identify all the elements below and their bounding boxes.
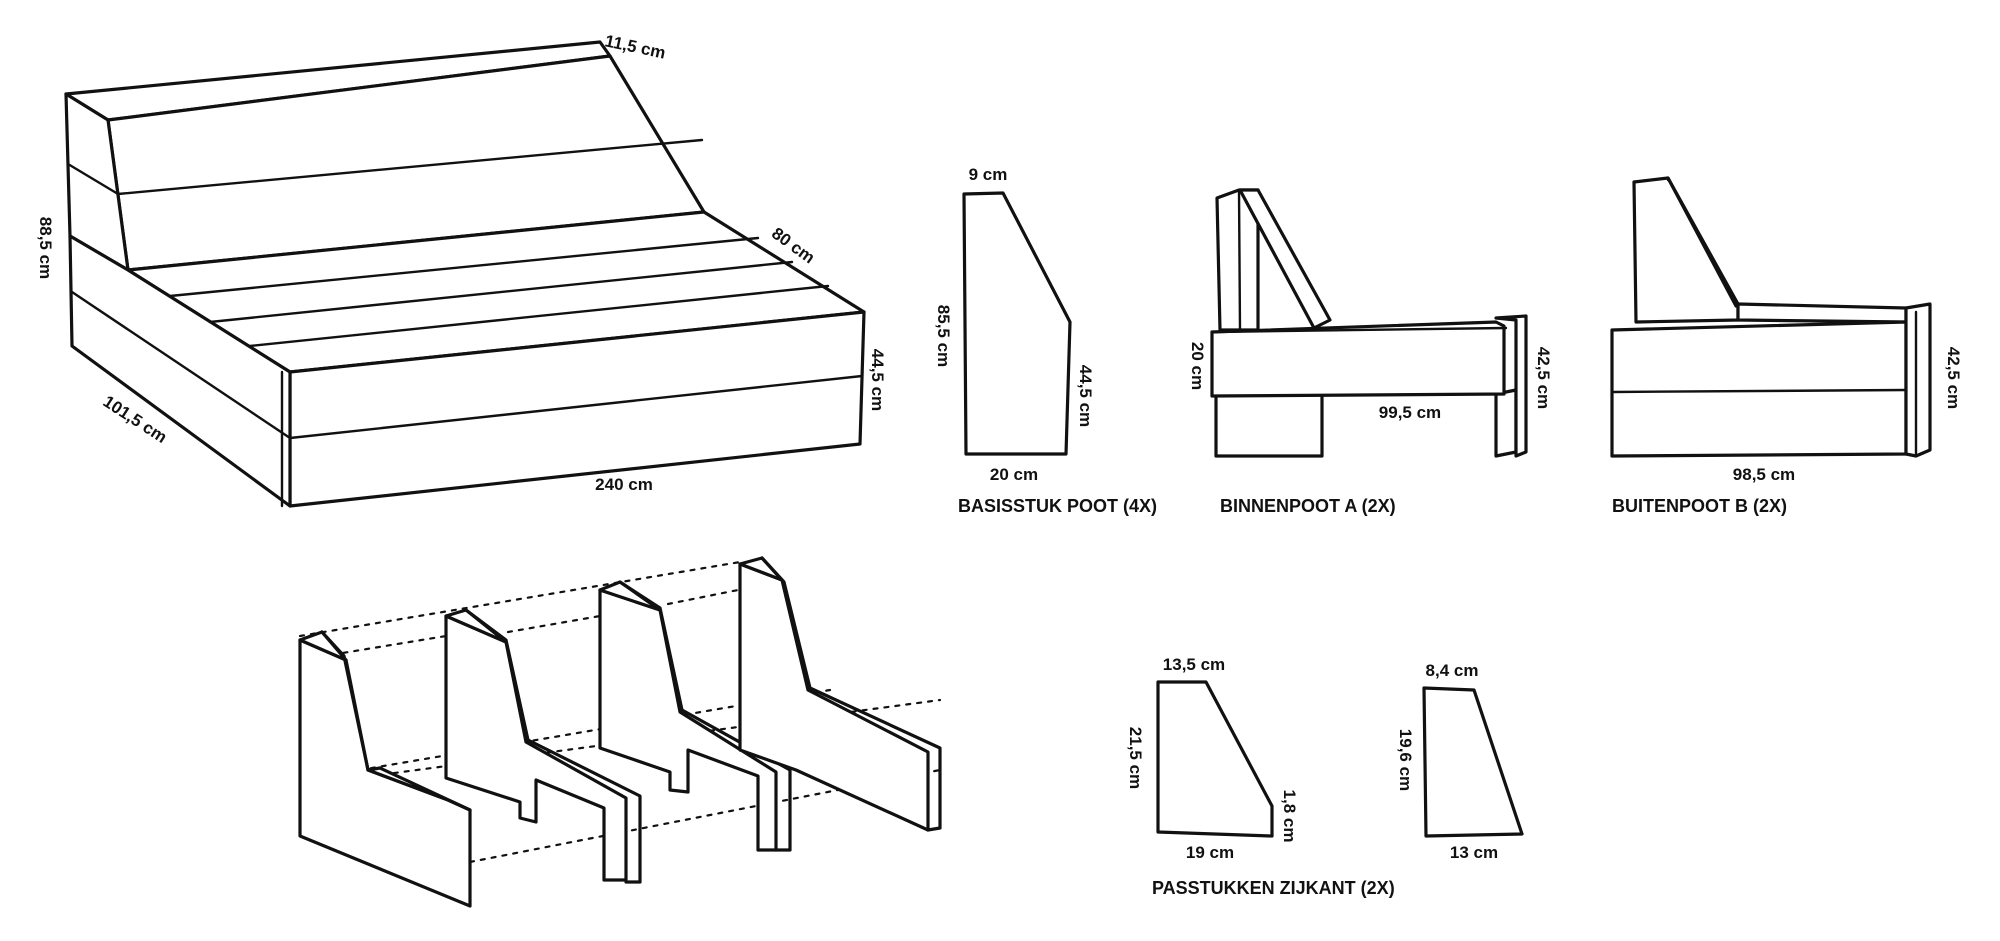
passtuk-small-dim-top: 8,4 cm: [1426, 661, 1479, 680]
passtuk-large-dim-top: 13,5 cm: [1163, 655, 1225, 674]
basisstuk-dim-top: 9 cm: [969, 165, 1008, 184]
binnenpoot-dim-right: 42,5 cm: [1534, 347, 1553, 409]
basisstuk-caption: BASISSTUK POOT (4X): [958, 496, 1157, 516]
sofa-dim-height: 88,5 cm: [36, 217, 55, 279]
sofa-dim-seat-height: 44,5 cm: [868, 349, 887, 411]
basisstuk-dim-left: 85,5 cm: [934, 305, 953, 367]
buitenpoot-dim-right: 42,5 cm: [1944, 347, 1963, 409]
passtuk-large-shape: [1156, 680, 1274, 838]
passtuk-small-shape: [1422, 686, 1524, 838]
passtuk-small-dim-bottom: 13 cm: [1450, 843, 1498, 862]
passtuk-large-dim-left: 21,5 cm: [1126, 727, 1145, 789]
buitenpoot-caption: BUITENPOOT B (2X): [1612, 496, 1787, 516]
binnenpoot-caption: BINNENPOOT A (2X): [1220, 496, 1396, 516]
passtuk-large-dim-right: 1,8 cm: [1280, 790, 1299, 843]
passtuk-large-dim-bottom: 19 cm: [1186, 843, 1234, 862]
buitenpoot-dim-bottom: 98,5 cm: [1733, 465, 1795, 484]
exploded-frame-drawing: [298, 556, 942, 908]
binnenpoot-dim-bottom: 99,5 cm: [1379, 403, 1441, 422]
basisstuk-dim-right: 44,5 cm: [1076, 365, 1095, 427]
sofa-dim-width: 240 cm: [595, 475, 653, 494]
binnenpoot-a-drawing: [1210, 188, 1528, 458]
passtuk-small-dim-left: 19,6 cm: [1396, 729, 1415, 791]
passtukken-caption: PASSTUKKEN ZIJKANT (2X): [1152, 878, 1395, 898]
sofa-assembled-drawing: [64, 40, 866, 508]
basisstuk-dim-bottom: 20 cm: [990, 465, 1038, 484]
binnenpoot-dim-left: 20 cm: [1188, 342, 1207, 390]
basisstuk-poot-shape: [962, 191, 1072, 456]
buitenpoot-b-drawing: [1610, 176, 1932, 458]
